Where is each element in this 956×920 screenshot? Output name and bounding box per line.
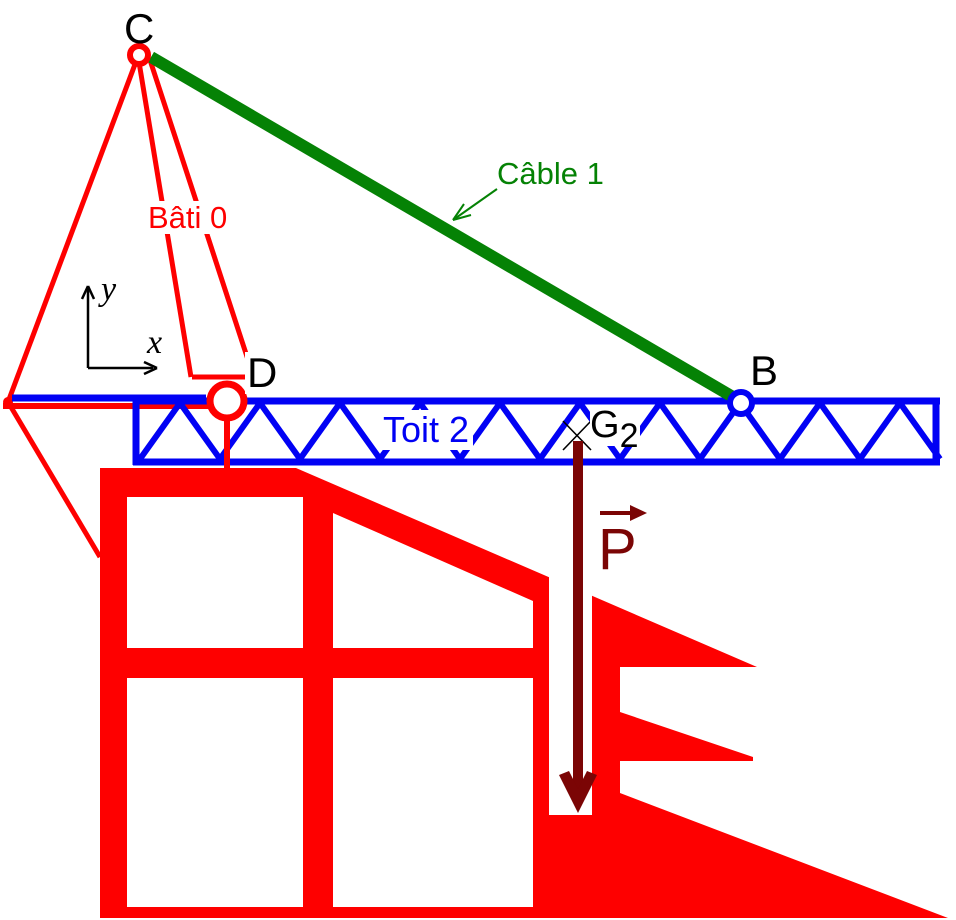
joint-c-circle — [127, 43, 151, 67]
building-arrow-channel — [549, 556, 592, 815]
label-gravity-letter: G — [590, 404, 620, 446]
label-cable: Câble 1 — [497, 156, 604, 191]
label-gravity-subscript: 2 — [619, 417, 639, 455]
label-axis-x: x — [147, 324, 163, 361]
label-point-c: C — [124, 5, 155, 52]
label-point-b: B — [750, 347, 779, 394]
building-window-bottom-middle — [333, 678, 533, 907]
frame-left-anchor-point — [3, 397, 13, 407]
label-point-d: D — [245, 349, 280, 396]
building-window-top-right — [333, 513, 533, 648]
cable-label-arrow — [452, 188, 498, 221]
weight-label-vector-bar — [600, 505, 647, 521]
gravity-center-cross — [562, 420, 592, 451]
frame-diagonal-to-building — [5, 400, 103, 559]
joint-b-circle — [727, 389, 755, 417]
joint-d-circle — [206, 380, 248, 422]
truss-zigzag-web — [137, 397, 943, 465]
coordinate-axes — [80, 285, 158, 376]
label-gravity-center: G2 — [590, 404, 641, 453]
building-window-top-left — [127, 497, 303, 648]
label-roof: Toit 2 — [379, 410, 474, 450]
building-window-bottom-left — [127, 678, 303, 907]
frame-leg-left — [5, 58, 140, 403]
cable-1-line — [147, 51, 737, 403]
label-axis-y: y — [101, 271, 117, 308]
label-frame: Bâti 0 — [145, 201, 231, 234]
weight-vector-arrowhead — [559, 771, 597, 813]
label-weight: P — [598, 517, 637, 582]
